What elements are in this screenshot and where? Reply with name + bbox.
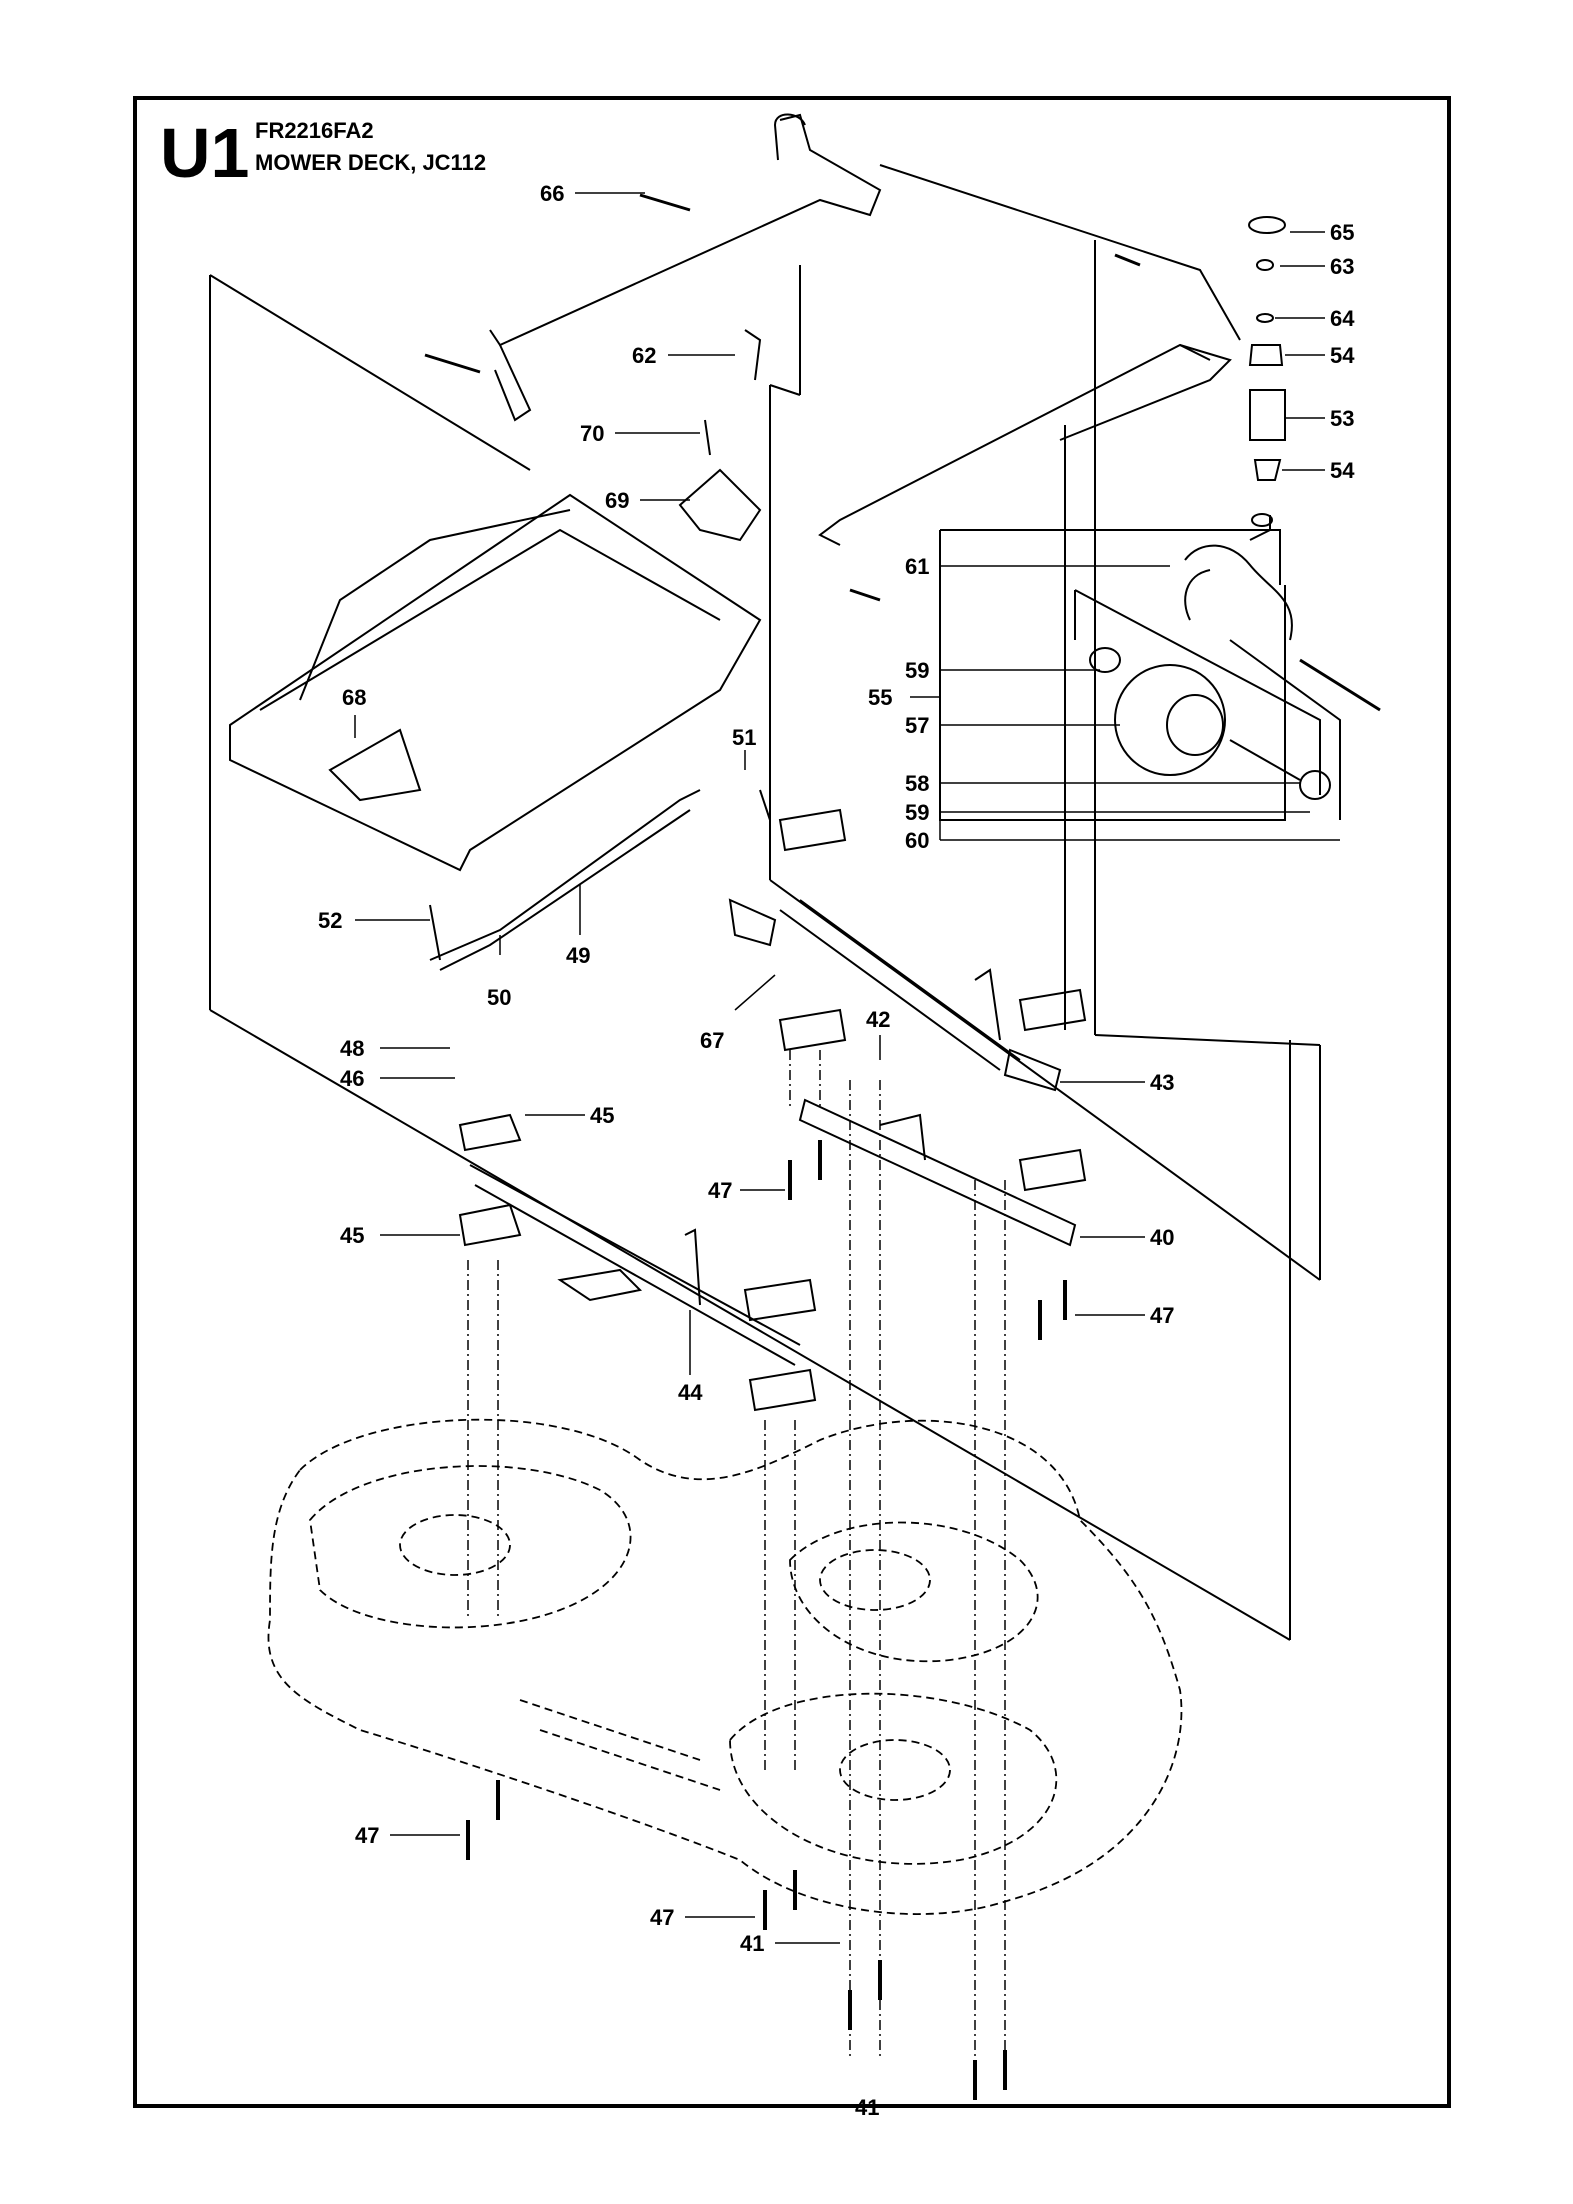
callout-62: 62 [632, 343, 656, 368]
callout-67: 67 [700, 1028, 724, 1053]
callout-57: 57 [905, 713, 929, 738]
callout-42: 42 [866, 1007, 890, 1032]
callout-66: 66 [540, 181, 564, 206]
callout-53: 53 [1330, 406, 1354, 431]
callout-51: 51 [732, 725, 756, 750]
callout-54-upper: 54 [1330, 343, 1355, 368]
callout-47-right: 47 [1150, 1303, 1174, 1328]
part-list-code: FR2216FA2 [255, 118, 374, 143]
callout-68: 68 [342, 685, 366, 710]
callout-41-bottom: 41 [855, 2095, 879, 2120]
callout-59-upper: 59 [905, 658, 929, 683]
callout-45-upper: 45 [590, 1103, 614, 1128]
callout-70: 70 [580, 421, 604, 446]
callout-63: 63 [1330, 254, 1354, 279]
section-code: U1 [160, 114, 250, 192]
callout-69: 69 [605, 488, 629, 513]
callout-64: 64 [1330, 306, 1355, 331]
callout-48: 48 [340, 1036, 364, 1061]
callout-44: 44 [678, 1380, 703, 1405]
callout-40: 40 [1150, 1225, 1174, 1250]
callout-47-lower-left: 47 [355, 1823, 379, 1848]
callout-55: 55 [868, 685, 892, 710]
callout-43: 43 [1150, 1070, 1174, 1095]
diagram-frame [133, 96, 1451, 2108]
callout-61: 61 [905, 554, 929, 579]
callout-49: 49 [566, 943, 590, 968]
callout-50: 50 [487, 985, 511, 1010]
callout-41-mid: 41 [740, 1931, 764, 1956]
callout-58: 58 [905, 771, 929, 796]
callout-59-lower: 59 [905, 800, 929, 825]
callout-45-lower: 45 [340, 1223, 364, 1248]
callout-65: 65 [1330, 220, 1354, 245]
callout-47-center: 47 [708, 1178, 732, 1203]
callout-46: 46 [340, 1066, 364, 1091]
callout-54-lower: 54 [1330, 458, 1355, 483]
callout-52: 52 [318, 908, 342, 933]
callout-60: 60 [905, 828, 929, 853]
diagram-title: MOWER DECK, JC112 [255, 150, 487, 175]
callout-47-bottom: 47 [650, 1905, 674, 1930]
